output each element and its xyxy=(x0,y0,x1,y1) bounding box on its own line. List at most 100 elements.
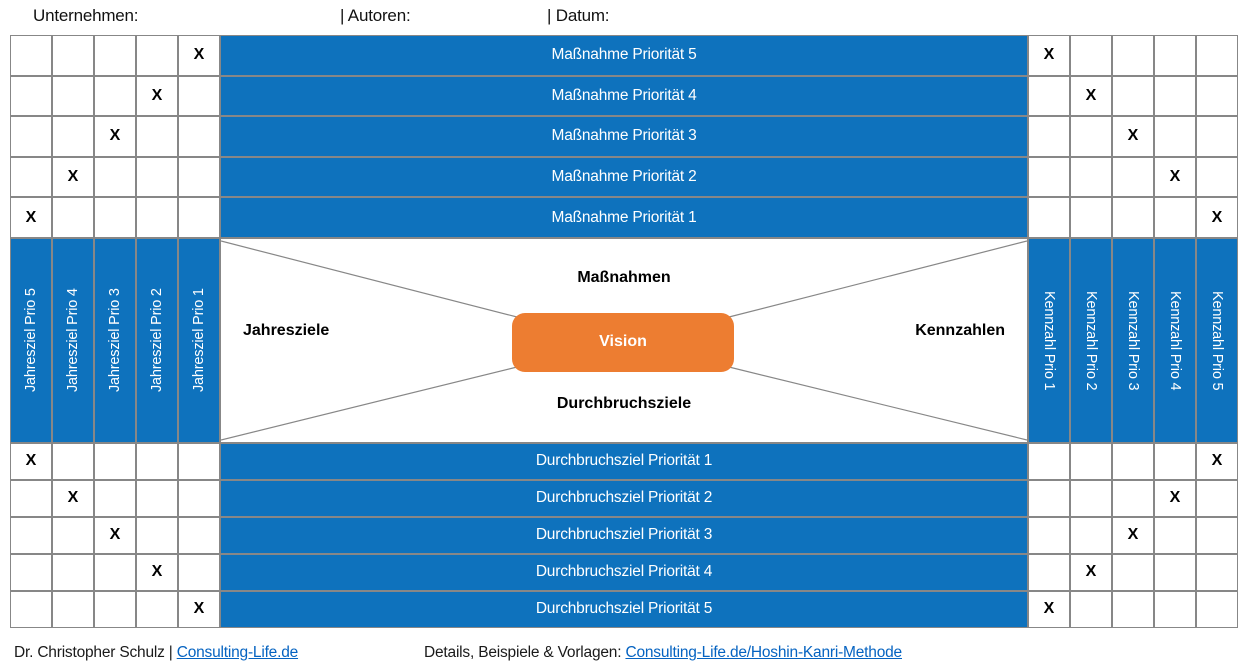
correlation-cell xyxy=(1196,479,1238,517)
correlation-cell xyxy=(1112,156,1154,198)
correlation-cell xyxy=(178,442,220,480)
correlation-cell xyxy=(178,197,220,238)
correlation-cell: X xyxy=(1070,553,1112,591)
correlation-cell xyxy=(1028,116,1070,157)
correlation-cell: X xyxy=(1196,197,1238,238)
correlation-cell xyxy=(1112,590,1154,628)
correlation-cell xyxy=(136,156,178,198)
correlation-cell xyxy=(94,75,136,117)
footer-author-text: Dr. Christopher Schulz | xyxy=(14,644,177,661)
correlation-cell: X xyxy=(94,116,136,157)
correlation-cell xyxy=(1070,156,1112,198)
correlation-cell: X xyxy=(1112,116,1154,157)
annual-goal-column: Jahresziel Prio 1 xyxy=(178,237,220,443)
correlation-cell xyxy=(1112,197,1154,238)
correlation-cell xyxy=(1196,553,1238,591)
correlation-cell xyxy=(1154,516,1196,554)
correlation-cell xyxy=(10,116,52,157)
breakthrough-goal-bar: Durchbruchsziel Priorität 5 xyxy=(220,590,1028,628)
annual-goal-column: Jahresziel Prio 2 xyxy=(136,237,178,443)
correlation-cell xyxy=(1028,75,1070,117)
correlation-cell xyxy=(10,75,52,117)
measure-bar: Maßnahme Priorität 5 xyxy=(220,35,1028,76)
correlation-cell xyxy=(136,116,178,157)
correlation-cell xyxy=(136,197,178,238)
measures-label: Maßnahmen xyxy=(577,268,671,286)
correlation-cell: X xyxy=(1112,516,1154,554)
correlation-cell: X xyxy=(10,442,52,480)
correlation-cell xyxy=(136,590,178,628)
vision-label: Vision xyxy=(599,333,647,351)
correlation-cell xyxy=(136,479,178,517)
correlation-cell xyxy=(1070,590,1112,628)
correlation-cell xyxy=(94,553,136,591)
correlation-cell xyxy=(1196,156,1238,198)
date-label: | Datum: xyxy=(547,6,610,25)
correlation-cell xyxy=(10,553,52,591)
correlation-cell: X xyxy=(178,590,220,628)
footer-author: Dr. Christopher Schulz | Consulting-Life… xyxy=(14,644,298,662)
measure-bar: Maßnahme Priorität 3 xyxy=(220,116,1028,157)
breakthrough-goals-label: Durchbruchsziele xyxy=(556,394,692,412)
annual-goal-column: Jahresziel Prio 5 xyxy=(10,237,52,443)
correlation-cell xyxy=(1154,442,1196,480)
correlation-cell xyxy=(10,516,52,554)
correlation-cell xyxy=(178,75,220,117)
metric-column: Kennzahl Prio 5 xyxy=(1196,237,1238,443)
x-matrix-grid: Maßnahmen Jahresziele Kennzahlen Durchbr… xyxy=(10,35,1238,628)
breakthrough-goal-bar: Durchbruchsziel Priorität 3 xyxy=(220,516,1028,554)
correlation-cell xyxy=(1028,442,1070,480)
correlation-cell: X xyxy=(178,35,220,76)
metric-column: Kennzahl Prio 1 xyxy=(1028,237,1070,443)
correlation-cell xyxy=(1028,197,1070,238)
correlation-cell xyxy=(1154,75,1196,117)
correlation-cell xyxy=(1028,479,1070,517)
correlation-cell: X xyxy=(10,197,52,238)
correlation-cell xyxy=(94,479,136,517)
correlation-cell: X xyxy=(52,156,94,198)
annual-goals-label: Jahresziele xyxy=(243,321,330,339)
correlation-cell xyxy=(178,516,220,554)
correlation-cell xyxy=(1154,116,1196,157)
correlation-cell xyxy=(1070,197,1112,238)
annual-goal-column: Jahresziel Prio 3 xyxy=(94,237,136,443)
correlation-cell xyxy=(1070,479,1112,517)
correlation-cell xyxy=(178,479,220,517)
correlation-cell xyxy=(94,590,136,628)
correlation-cell xyxy=(1070,116,1112,157)
correlation-cell xyxy=(10,479,52,517)
breakthrough-goal-bar: Durchbruchsziel Priorität 4 xyxy=(220,553,1028,591)
correlation-cell: X xyxy=(136,553,178,591)
diagonal-lines xyxy=(221,240,1027,441)
correlation-cell xyxy=(94,197,136,238)
correlation-cell: X xyxy=(1070,75,1112,117)
correlation-cell xyxy=(1070,35,1112,76)
correlation-cell xyxy=(52,553,94,591)
correlation-cell: X xyxy=(1154,479,1196,517)
measure-bar: Maßnahme Priorität 2 xyxy=(220,156,1028,198)
correlation-cell xyxy=(1154,35,1196,76)
metric-column: Kennzahl Prio 4 xyxy=(1154,237,1196,443)
correlation-cell xyxy=(1112,35,1154,76)
correlation-cell xyxy=(136,516,178,554)
breakthrough-goal-bar: Durchbruchsziel Priorität 1 xyxy=(220,442,1028,480)
correlation-cell xyxy=(178,156,220,198)
correlation-cell xyxy=(136,442,178,480)
correlation-cell xyxy=(52,590,94,628)
correlation-cell: X xyxy=(136,75,178,117)
correlation-cell xyxy=(1028,156,1070,198)
correlation-cell xyxy=(1028,516,1070,554)
correlation-cell xyxy=(1196,516,1238,554)
correlation-cell: X xyxy=(94,516,136,554)
correlation-cell: X xyxy=(1154,156,1196,198)
footer-details-link[interactable]: Consulting-Life.de/Hoshin-Kanri-Methode xyxy=(625,644,902,661)
correlation-cell xyxy=(52,516,94,554)
correlation-cell xyxy=(94,156,136,198)
footer-author-link[interactable]: Consulting-Life.de xyxy=(176,644,299,661)
correlation-cell xyxy=(1154,590,1196,628)
metric-column: Kennzahl Prio 2 xyxy=(1070,237,1112,443)
company-label: Unternehmen: xyxy=(33,6,139,25)
correlation-cell xyxy=(136,35,178,76)
correlation-cell xyxy=(1154,553,1196,591)
correlation-cell xyxy=(1112,479,1154,517)
